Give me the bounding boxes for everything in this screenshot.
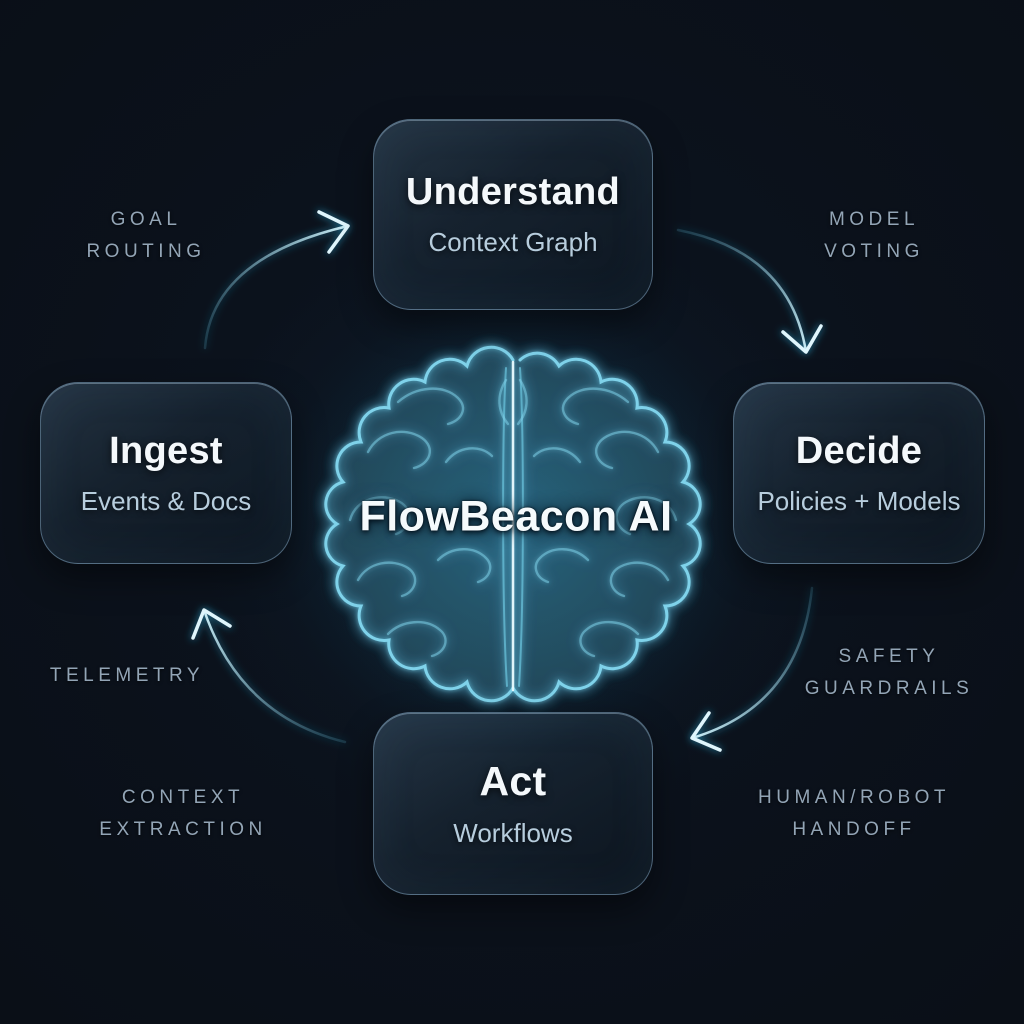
edge-label-safety-guardrails: SAFETY GUARDRAILS bbox=[805, 641, 974, 705]
center-brand-title: FlowBeacon AI bbox=[359, 492, 673, 541]
node-decide-title: Decide bbox=[795, 429, 923, 472]
edge-label-goal-routing: GOAL ROUTING bbox=[86, 204, 205, 268]
node-understand-title: Understand bbox=[405, 171, 621, 213]
edge-label-telemetry: TELEMETRY bbox=[50, 660, 204, 692]
node-decide: Decide Policies + Models bbox=[733, 382, 985, 564]
edge-label-line: VOTING bbox=[824, 241, 924, 262]
edge-label-line: EXTRACTION bbox=[99, 819, 267, 840]
arrow-understand-to-decide-icon bbox=[676, 228, 823, 354]
edge-label-human-robot-handoff: HUMAN/ROBOT HANDOFF bbox=[758, 782, 950, 846]
arrow-decide-to-act-icon bbox=[690, 586, 814, 752]
edge-label-line: CONTEXT bbox=[121, 787, 245, 808]
edge-label-line: ROUTING bbox=[86, 241, 206, 262]
node-ingest-subtitle: Events & Docs bbox=[80, 485, 252, 516]
edge-label-line: TELEMETRY bbox=[49, 665, 205, 686]
node-ingest: Ingest Events & Docs bbox=[40, 382, 292, 564]
node-act-subtitle: Workflows bbox=[453, 818, 573, 848]
edge-label-line: GUARDRAILS bbox=[804, 678, 974, 699]
brain-icon bbox=[324, 345, 702, 703]
node-decide-subtitle: Policies + Models bbox=[757, 485, 961, 516]
node-ingest-title: Ingest bbox=[109, 429, 223, 472]
edge-label-line: GOAL bbox=[110, 209, 182, 230]
node-act-title: Act bbox=[479, 758, 547, 804]
node-act: Act Workflows bbox=[373, 712, 653, 895]
node-understand: Understand Context Graph bbox=[373, 119, 653, 310]
edge-label-line: SAFETY bbox=[838, 646, 940, 667]
edge-label-line: HUMAN/ROBOT bbox=[758, 787, 950, 808]
cycle-arrows bbox=[191, 210, 823, 752]
node-understand-subtitle: Context Graph bbox=[428, 227, 598, 257]
edge-label-context-extraction: CONTEXT EXTRACTION bbox=[99, 782, 266, 846]
edge-label-model-voting: MODEL VOTING bbox=[824, 204, 924, 268]
edge-label-line: MODEL bbox=[828, 209, 920, 230]
edge-label-line: HANDOFF bbox=[792, 819, 916, 840]
arrow-act-to-ingest-icon bbox=[191, 608, 347, 744]
arrow-ingest-to-understand-icon bbox=[203, 210, 350, 350]
